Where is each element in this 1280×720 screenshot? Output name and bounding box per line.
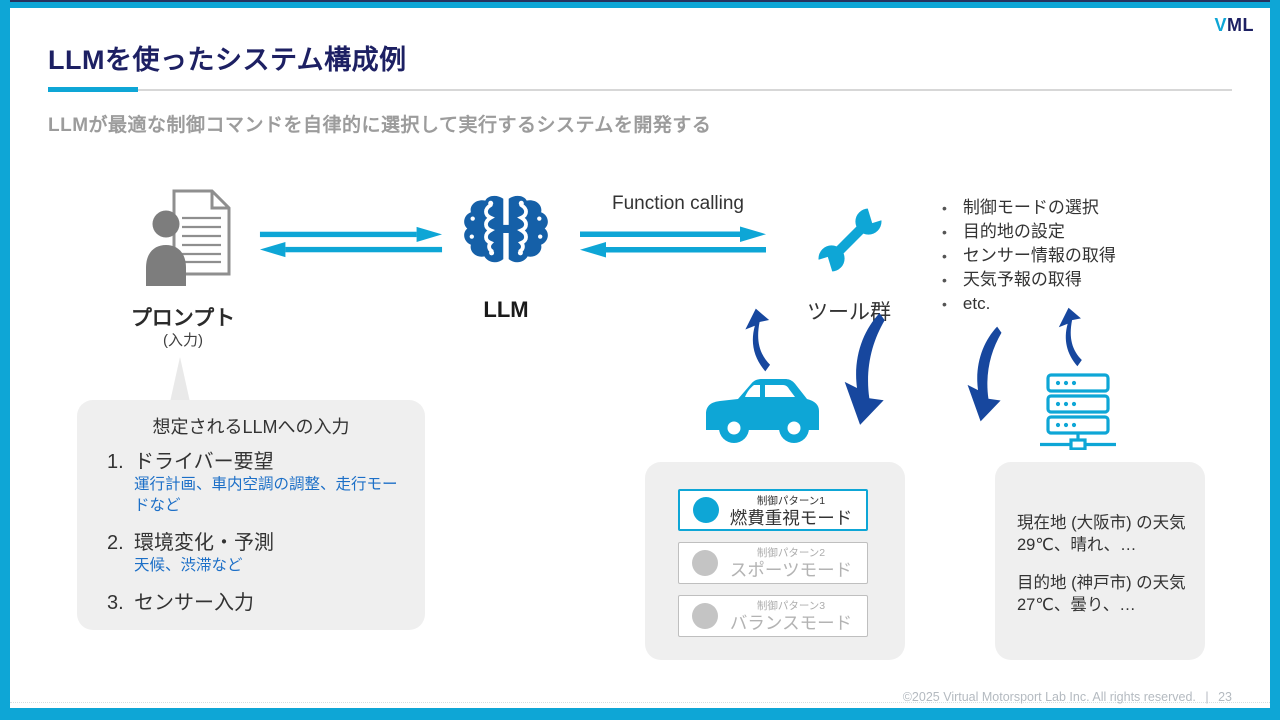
weather-panel: 現在地 (大阪市) の天気 29℃、晴れ、… 目的地 (神戸市) の天気 27℃… bbox=[995, 462, 1205, 660]
option-label: バランスモード bbox=[729, 613, 853, 633]
user-document-icon bbox=[146, 189, 231, 286]
weather-current-value: 29℃、晴れ、… bbox=[1017, 536, 1137, 554]
list-item: etc. bbox=[942, 292, 1182, 316]
page-subtitle: LLMが最適な制御コマンドを自律的に選択して実行するシステムを開発する bbox=[48, 115, 712, 136]
option-label: スポーツモード bbox=[729, 560, 853, 580]
list-item: センサー情報の取得 bbox=[942, 244, 1182, 268]
item-note: 天候、渋滞など bbox=[134, 557, 243, 574]
title-underline bbox=[48, 89, 1232, 91]
title-underline-accent bbox=[48, 87, 138, 92]
item-number: 3. bbox=[107, 592, 124, 614]
control-option-sport: 制御パターン2 スポーツモード bbox=[678, 542, 868, 584]
tools-label: ツール群 bbox=[807, 301, 891, 324]
option-tag: 制御パターン2 bbox=[756, 547, 826, 559]
frame-top-dark-line bbox=[0, 0, 1280, 2]
curved-down-arrow-tools-to-server bbox=[967, 326, 1002, 422]
footer: ©2025 Virtual Motorsport Lab Inc. All ri… bbox=[903, 690, 1232, 704]
list-item: 1. ドライバー要望 bbox=[107, 450, 407, 474]
weather-current-title: 現在地 (大阪市) の天気 bbox=[1017, 514, 1186, 532]
user-llm-arrows bbox=[259, 226, 443, 258]
list-item: 制御モードの選択 bbox=[942, 196, 1182, 220]
curved-up-arrow-server-to-tools bbox=[1058, 307, 1082, 367]
weather-destination-title: 目的地 (神戸市) の天気 bbox=[1017, 574, 1186, 592]
weather-destination-value: 27℃、曇り、… bbox=[1017, 596, 1136, 614]
item-number: 1. bbox=[107, 451, 124, 473]
radio-dot-icon bbox=[692, 603, 718, 629]
list-item: 2. 環境変化・予測 bbox=[107, 531, 407, 555]
footer-divider bbox=[10, 702, 1270, 703]
option-tag: 制御パターン1 bbox=[756, 495, 826, 507]
curved-down-arrow-tools-to-car bbox=[844, 313, 885, 425]
footer-page-number: 23 bbox=[1218, 690, 1232, 704]
control-option-balance: 制御パターン3 バランスモード bbox=[678, 595, 868, 637]
frame-top bbox=[0, 0, 1280, 8]
llm-brain-icon bbox=[464, 194, 550, 265]
list-item: 3. センサー入力 bbox=[107, 591, 407, 615]
function-calling-label: Function calling bbox=[611, 193, 745, 214]
radio-dot-icon bbox=[693, 497, 719, 523]
llm-tools-arrows bbox=[580, 226, 766, 258]
frame-left bbox=[0, 0, 10, 720]
prompt-label: プロンプト bbox=[130, 307, 236, 330]
item-number: 2. bbox=[107, 532, 124, 554]
prompt-sublabel: (入力) bbox=[163, 332, 203, 349]
option-label: 燃費重視モード bbox=[729, 508, 853, 528]
bubble-tail bbox=[170, 357, 190, 402]
wrench-icon bbox=[814, 203, 886, 277]
radio-dot-icon bbox=[692, 550, 718, 576]
bubble-title: 想定されるLLMへの入力 bbox=[152, 417, 350, 437]
curved-up-arrow-car-to-tools bbox=[745, 308, 771, 372]
control-option-fuel: 制御パターン1 燃費重視モード bbox=[678, 489, 868, 531]
option-tag: 制御パターン3 bbox=[756, 600, 826, 612]
footer-copyright: ©2025 Virtual Motorsport Lab Inc. All ri… bbox=[902, 690, 1196, 704]
frame-right bbox=[1270, 0, 1280, 720]
footer-separator: | bbox=[1205, 690, 1209, 704]
list-item: 目的地の設定 bbox=[942, 220, 1182, 244]
logo-ml: ML bbox=[1227, 15, 1254, 35]
frame-bottom bbox=[0, 708, 1280, 720]
server-icon bbox=[1040, 373, 1116, 450]
item-label: 環境変化・予測 bbox=[134, 532, 274, 554]
tool-capabilities-list: 制御モードの選択 目的地の設定 センサー情報の取得 天気予報の取得 etc. bbox=[942, 196, 1182, 316]
llm-label: LLM bbox=[483, 297, 529, 322]
vml-logo: VML bbox=[1214, 15, 1254, 36]
item-label: ドライバー要望 bbox=[134, 451, 274, 473]
car-icon bbox=[706, 379, 819, 443]
llm-input-bubble: 想定されるLLMへの入力 1. ドライバー要望 運行計画、車内空調の調整、走行モ… bbox=[77, 400, 425, 630]
bubble-list: 1. ドライバー要望 運行計画、車内空調の調整、走行モードなど 2. 環境変化・… bbox=[107, 450, 407, 615]
item-note: 運行計画、車内空調の調整、走行モードなど bbox=[134, 476, 398, 514]
list-item: 天気予報の取得 bbox=[942, 268, 1182, 292]
logo-v: V bbox=[1214, 15, 1227, 35]
item-label: センサー入力 bbox=[134, 592, 254, 614]
page-title: LLMを使ったシステム構成例 bbox=[48, 45, 407, 75]
control-patterns-panel: 制御パターン1 燃費重視モード 制御パターン2 スポーツモード 制御パターン3 … bbox=[645, 462, 905, 660]
